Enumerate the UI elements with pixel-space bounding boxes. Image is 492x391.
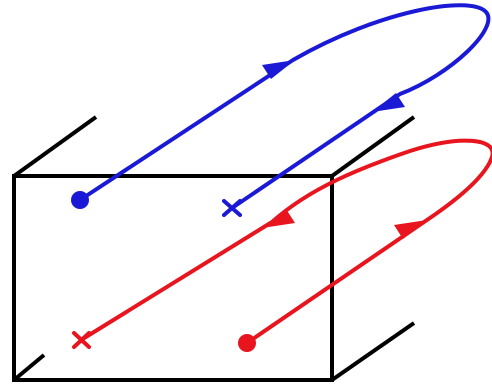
- red-arrow-outward: [394, 220, 427, 239]
- blue-end-cross: [222, 199, 242, 217]
- blue-arrow-return: [372, 93, 405, 112]
- blue-path-curve: [78, 3, 491, 210]
- blue-start-dot: [71, 191, 89, 209]
- box-edge-top-left: [12, 115, 98, 178]
- red-path-curve: [79, 138, 492, 345]
- blue-arrow-outward: [262, 60, 295, 79]
- box-edge-top-right: [330, 115, 416, 178]
- red-end-cross: [72, 331, 91, 349]
- red-arrow-return: [262, 209, 295, 228]
- box-edge-bottom-right: [330, 321, 416, 382]
- red-path: [72, 138, 492, 352]
- box-edge-bottom-left: [12, 353, 46, 382]
- box-front-face: [12, 174, 334, 382]
- red-start-dot: [238, 334, 256, 352]
- blue-path: [71, 3, 491, 217]
- box-outline: [12, 115, 416, 382]
